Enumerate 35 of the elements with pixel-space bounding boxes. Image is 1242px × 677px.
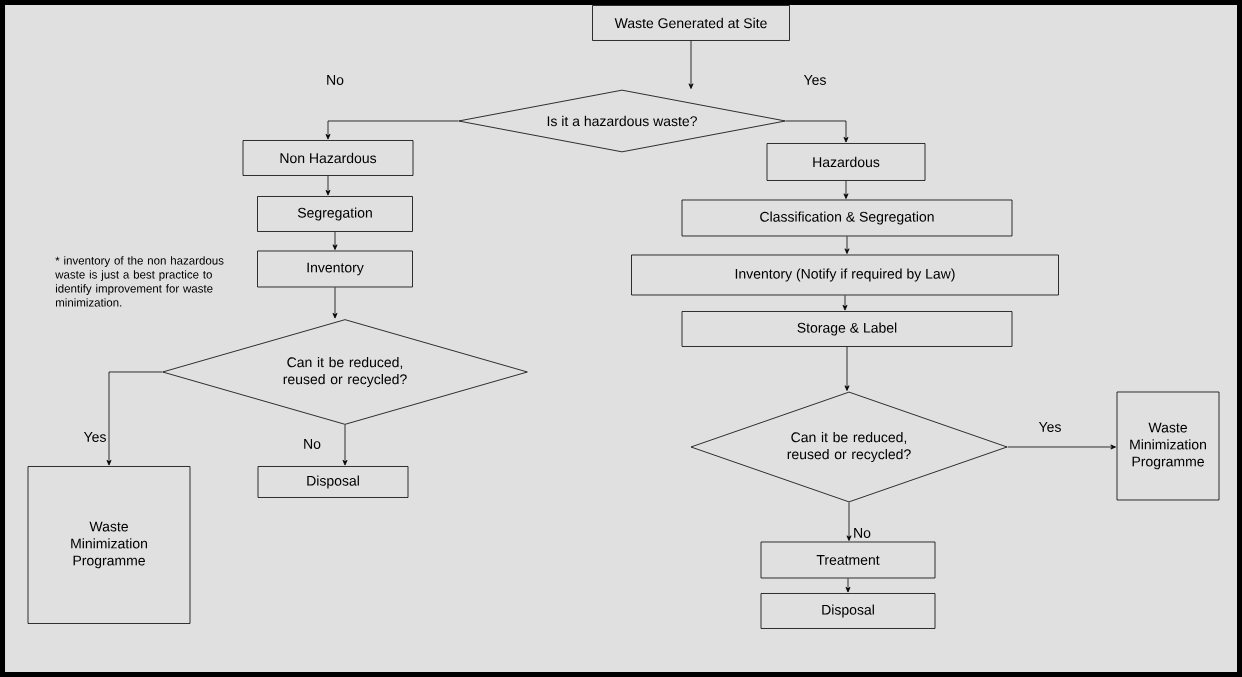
arrow [844,346,850,391]
process-box: Waste Generated at Site [592,5,790,41]
arrow [106,371,163,466]
arrow [842,295,848,311]
edge-label: Yes [1037,421,1063,433]
process-box: Hazardous [766,143,926,181]
edge-label: No [852,527,872,539]
arrow [843,180,849,199]
edge-label: No [325,74,345,86]
note: * inventory of the non hazardous waste is just a best practice to identify improvement for waste minimization. [55,256,224,307]
arrow [844,236,850,254]
arrow [785,120,849,143]
arrow [846,502,852,541]
edge-label: No [302,438,322,450]
process-box: Waste Minimization Programme [27,466,191,624]
process-box: Disposal [257,466,409,498]
process-box: Segregation [257,196,413,232]
arrow [325,120,459,140]
process-box: Disposal [760,593,936,629]
process-box: Inventory (Notify if required by Law) [631,254,1059,296]
process-box: Waste Minimization Programme [1116,391,1220,501]
arrow [688,40,694,89]
process-box: Storage & Label [681,311,1013,347]
process-box: Non Hazardous [242,140,414,176]
arrow [845,578,851,593]
arrow [332,287,338,319]
edge-label: Yes [802,74,828,86]
edge-label: Yes [82,431,108,443]
arrow [1007,444,1116,450]
arrow [332,231,338,250]
arrow [325,175,331,196]
process-box: Inventory [257,250,413,288]
arrow [342,424,348,466]
process-box: Treatment [760,541,936,579]
process-box: Classification & Segregation [681,199,1013,237]
